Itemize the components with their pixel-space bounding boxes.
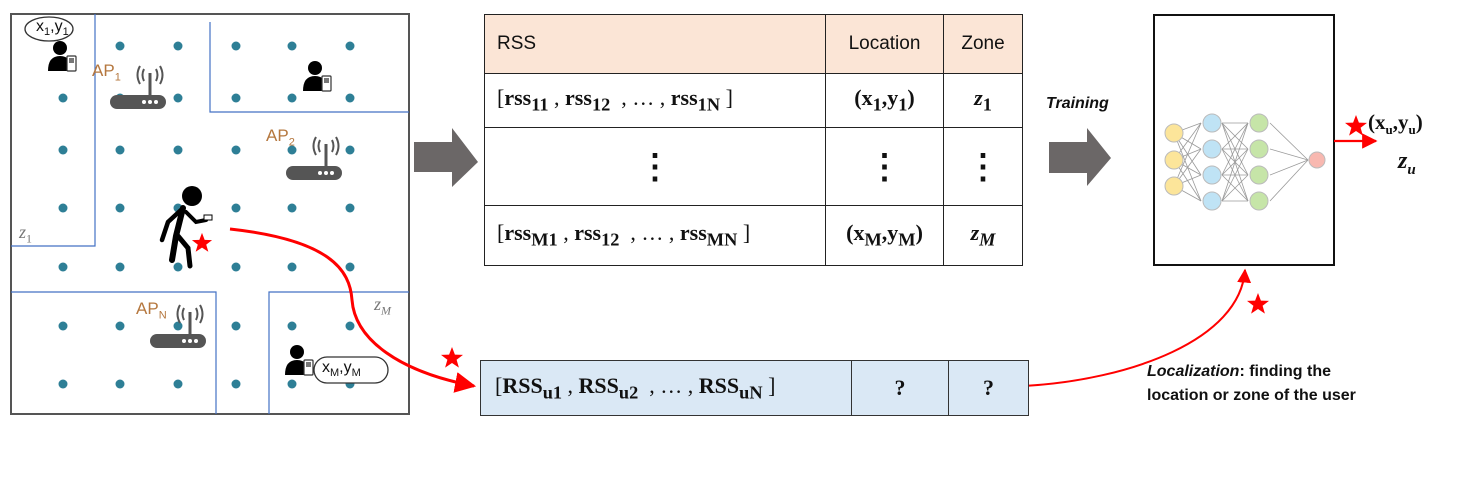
apN-label: APN [136,299,167,322]
query-table: [RSSu1 , RSSu2 , … , RSSuN ] ? ? [480,360,1029,416]
nn-input-node [1164,150,1184,170]
nn-nodes [1164,113,1326,211]
query-zone-unknown: ? [948,360,1029,416]
nn-hidden1-node [1202,139,1222,159]
fingerprint-table: RSS Location Zone [rss11 , rss12 , … , r… [484,14,1023,266]
zone-1: z1 [943,73,1023,128]
zone-1-label: z1 [19,222,33,246]
location-1: (x1,y1) [825,73,944,128]
reference-points [58,41,355,389]
header-rss: RSS [484,14,826,74]
query-arrow [229,227,477,393]
table-row: [rss11 , rss12 , … , rss1N ] (x1,y1) z1 [484,73,1023,128]
nn-hidden2-node [1249,139,1269,159]
zone-boundaries [11,14,409,414]
rss-vector-M: [rssM1 , rss12 , … , rssMN ] [484,205,826,266]
rss-vector-1: [rss11 , rss12 , … , rss1N ] [484,73,826,128]
model-box [1153,14,1335,266]
query-location-unknown: ? [851,360,949,416]
nn-hidden2-node [1249,113,1269,133]
localization-arrow [1023,268,1252,387]
user-phone-icon-2 [302,60,332,92]
nn-hidden1-node [1202,165,1222,185]
table-header-row: RSS Location Zone [484,14,1023,74]
location-bubble-M [313,356,389,384]
user-phone-icon-M [284,344,314,376]
nn-hidden1-node [1202,113,1222,133]
star-icon-query [441,347,463,368]
nn-input-node [1164,176,1184,196]
location-M: (xM,yM) [825,205,944,266]
header-location: Location [825,14,944,74]
nn-output-node [1308,151,1326,169]
nn-input-node [1164,123,1184,143]
localization-term: Localization [1147,363,1240,380]
query-row: [RSSu1 , RSSu2 , … , RSSuN ] ? ? [480,360,1029,416]
header-zone: Zone [943,14,1023,74]
training-label: Training [1046,95,1109,112]
output-zone: zu [1398,148,1416,178]
rss-ellipsis: ⋮ [484,127,826,206]
arrow-to-table-icon [414,128,478,187]
user-1-location-label: x1,y1 [36,18,69,39]
floor-boundary [10,13,410,415]
user-M-location-label: xM,yM [322,359,361,380]
table-row: [rssM1 , rss12 , … , rssMN ] (xM,yM) zM [484,205,1023,266]
localization-caption: Localization: finding the location or zo… [1147,363,1356,404]
location-bubble-1 [24,16,74,42]
walking-person-icon [159,186,213,269]
star-icon-output [1345,115,1367,136]
location-ellipsis: ⋮ [825,127,944,206]
ap2-label: AP2 [266,126,295,149]
zone-ellipsis: ⋮ [943,127,1023,206]
user-phone-icon-1 [47,40,77,72]
star-icon-user [191,232,213,252]
arrow-to-model-icon [1049,128,1111,186]
nn-hidden2-node [1249,191,1269,211]
ap1-label: AP1 [92,61,121,84]
zone-M: zM [943,205,1023,266]
zone-M-label: zM [374,294,392,318]
nn-hidden2-node [1249,165,1269,185]
table-row-ellipsis: ⋮ ⋮ ⋮ [484,127,1023,206]
query-rss-vector: [RSSu1 , RSSu2 , … , RSSuN ] [480,360,852,416]
nn-hidden1-node [1202,191,1222,211]
star-icon-localization [1247,293,1269,314]
output-location: (xu,yu) [1368,110,1423,138]
